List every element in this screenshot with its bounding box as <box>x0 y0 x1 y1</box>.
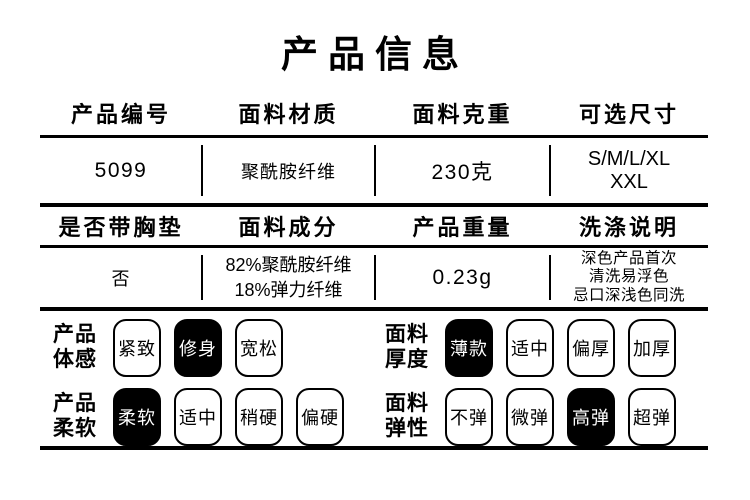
header-product-weight: 产品重量 <box>412 215 513 240</box>
header-fabric-weight: 面料克重 <box>412 101 513 127</box>
header-fabric-material: 面料材质 <box>238 101 339 127</box>
group-label-body-feel: 产品 体感 <box>53 322 97 371</box>
attribute-chip: 加厚 <box>628 318 676 377</box>
value-fabric-composition: 82%聚酰胺纤维 18%弹力纤维 <box>201 248 375 307</box>
chip-list-body-feel: 紧致 修身 宽松 <box>113 318 283 377</box>
attribute-group-fabric-elasticity: 面料 弹性 不弹 微弹 高弹 超弹 <box>372 383 708 451</box>
attribute-chip: 微弹 <box>506 388 554 446</box>
header-has-chest-pad: 是否带胸垫 <box>58 215 184 240</box>
chip-list-fabric-elasticity: 不弹 微弹 高弹 超弹 <box>445 388 676 446</box>
value-fabric-material: 聚酰胺纤维 <box>201 138 375 203</box>
value-available-sizes: S/M/L/XL XXL <box>549 138 708 203</box>
attribute-group-fabric-thickness: 面料 厚度 薄款 适中 偏厚 加厚 <box>372 312 708 383</box>
attribute-chip: 宽松 <box>235 318 283 377</box>
spec-value-row-2: 否 82%聚酰胺纤维 18%弹力纤维 0.23g 深色产品首次 清洗易浮色 忌口… <box>40 248 708 311</box>
header-available-sizes: 可选尺寸 <box>578 101 679 127</box>
group-label-fabric-elasticity: 面料 弹性 <box>385 392 429 440</box>
chip-list-fabric-thickness: 薄款 适中 偏厚 加厚 <box>445 318 676 377</box>
attribute-group-product-softness: 产品 柔软 柔软 适中 稍硬 偏硬 <box>40 383 372 451</box>
chip-list-product-softness: 柔软 适中 稍硬 偏硬 <box>113 388 344 446</box>
attribute-chip: 修身 <box>174 318 222 377</box>
value-product-number: 5099 <box>94 158 148 182</box>
header-washing-instructions: 洗涤说明 <box>578 215 679 240</box>
value-fabric-weight: 230克 <box>374 138 550 203</box>
attribute-group-body-feel: 产品 体感 紧致 修身 宽松 <box>40 312 372 383</box>
attribute-section: 产品 体感 紧致 修身 宽松 面料 厚度 薄款 适中 偏厚 加厚 产品 柔软 <box>40 311 708 450</box>
attribute-chip: 偏厚 <box>567 318 615 377</box>
spec-value-row-1: 5099 聚酰胺纤维 230克 S/M/L/XL XXL <box>40 138 708 207</box>
spec-header-row-2: 是否带胸垫 面料成分 产品重量 洗涤说明 <box>40 207 708 248</box>
attribute-chip: 薄款 <box>445 318 493 377</box>
header-product-number: 产品编号 <box>70 101 171 127</box>
attribute-chip: 稍硬 <box>235 388 283 446</box>
value-has-chest-pad: 否 <box>111 268 131 289</box>
attribute-chip: 紧致 <box>113 318 161 377</box>
group-label-fabric-thickness: 面料 厚度 <box>385 322 429 371</box>
value-washing-instructions: 深色产品首次 清洗易浮色 忌口深浅色同洗 <box>549 248 708 307</box>
attribute-chip: 不弹 <box>445 388 493 446</box>
header-fabric-composition: 面料成分 <box>238 215 339 240</box>
product-spec-sheet: 产品编号 面料材质 面料克重 可选尺寸 5099 聚酰胺纤维 230克 S/M/… <box>40 90 708 450</box>
attribute-chip: 偏硬 <box>296 388 344 446</box>
attribute-chip: 柔软 <box>113 388 161 446</box>
attribute-chip: 超弹 <box>628 388 676 446</box>
page-title: 产品信息 <box>281 34 469 75</box>
attribute-chip: 适中 <box>174 388 222 446</box>
group-label-product-softness: 产品 柔软 <box>53 392 97 440</box>
spec-header-row-1: 产品编号 面料材质 面料克重 可选尺寸 <box>40 90 708 138</box>
attribute-chip: 高弹 <box>567 388 615 446</box>
value-product-weight: 0.23g <box>374 248 550 307</box>
attribute-chip: 适中 <box>506 318 554 377</box>
